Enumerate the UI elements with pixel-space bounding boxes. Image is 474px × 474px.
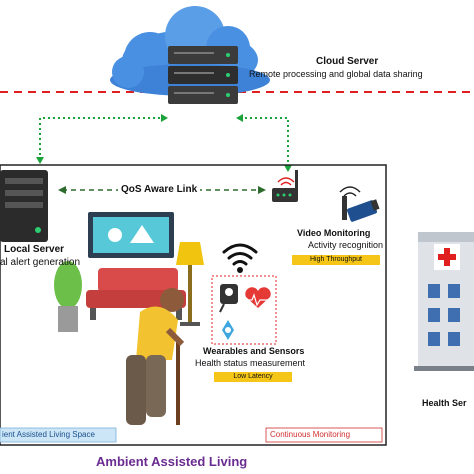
- aal-space-border: [0, 164, 387, 446]
- hospital-icon: [414, 232, 474, 371]
- wearables-box: [211, 275, 277, 345]
- local-server-icon: [0, 170, 48, 242]
- arrow-down-left: [36, 157, 44, 164]
- aal-space-label-box: [0, 427, 117, 443]
- video-monitoring-subtitle: Activity recognition: [308, 240, 384, 250]
- local-server-subtitle: al alert generation: [0, 257, 81, 268]
- wifi-icon: [222, 243, 258, 266]
- caption: Ambient Assisted Living: [96, 454, 248, 469]
- health-server-label: Health Ser: [422, 398, 467, 408]
- blood-pressure-icon: [219, 284, 238, 313]
- cloud-to-local-line: [39, 117, 165, 160]
- plant-icon: [54, 261, 82, 332]
- aal-space-label: ient Assisted Living Space: [2, 430, 95, 439]
- continuous-monitoring-label: Continuous Monitoring: [270, 430, 351, 439]
- floor-lamp-icon: [176, 242, 204, 326]
- cctv-camera-icon: [339, 186, 380, 222]
- wearables-title: Wearables and Sensors: [203, 346, 305, 356]
- temperature-sensor-icon: [222, 320, 234, 340]
- continuous-monitoring-box: [265, 427, 383, 443]
- cloud-server-icon: [168, 46, 238, 104]
- qos-link-label: QoS Aware Link: [118, 184, 201, 195]
- heart-rate-icon: [245, 287, 271, 308]
- router-icon: [272, 170, 298, 202]
- wearables-subtitle: Health status measurement: [195, 358, 306, 368]
- high-throughput-tag: High Throughput: [292, 255, 380, 265]
- television-icon: [88, 212, 174, 258]
- wifi-dot-icon: [237, 267, 243, 273]
- cloud-to-camera-line: [240, 117, 289, 168]
- arrow-to-cloud-left: [161, 114, 168, 122]
- cloud-server-title: Cloud Server: [316, 56, 379, 67]
- qos-arrow-left: [58, 186, 66, 194]
- qos-arrow-right: [258, 186, 266, 194]
- cloud-link-lines: [39, 117, 289, 168]
- arrow-to-cloud-right: [236, 114, 243, 122]
- arrow-down-right: [284, 165, 292, 172]
- elderly-person-icon: [126, 288, 185, 425]
- video-monitoring-title: Video Monitoring: [297, 228, 371, 238]
- low-latency-tag: Low Latency: [214, 372, 292, 382]
- cloud-server-subtitle: Remote processing and global data sharin…: [249, 69, 423, 79]
- local-server-title: Local Server: [4, 244, 65, 255]
